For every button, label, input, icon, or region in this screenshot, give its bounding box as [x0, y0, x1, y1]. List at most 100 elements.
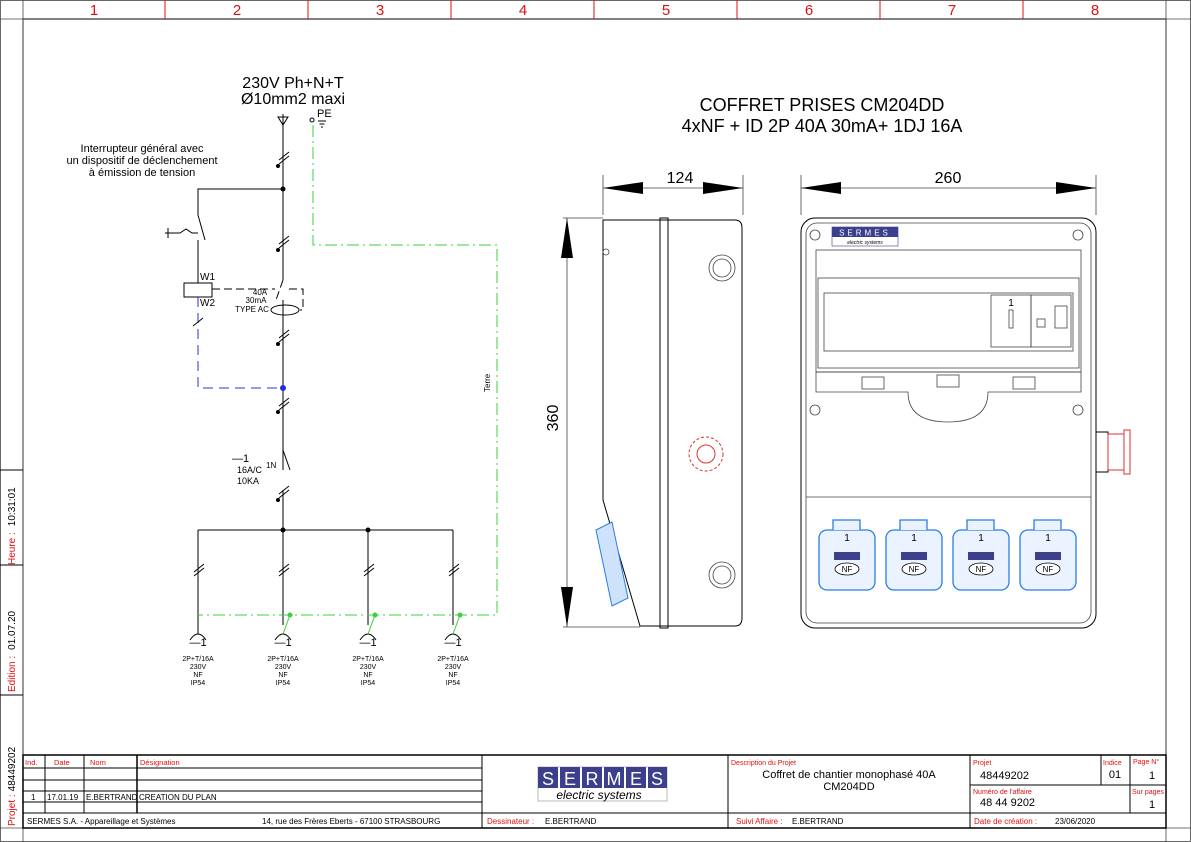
description-line: CM204DD [823, 781, 874, 793]
projet-margin-label: Projet : [7, 794, 18, 826]
note-line: Interrupteur général avec [81, 143, 204, 155]
note-line: un dispositif de déclenchement [66, 155, 217, 167]
dim-depth: 124 [667, 170, 694, 187]
edition-label: Edition : [7, 656, 18, 692]
outlet-spec: 2P+T/16A [437, 656, 469, 663]
header-designation: Désignation [140, 758, 180, 767]
creation-value: 23/06/2020 [1055, 817, 1096, 826]
pushbutton-icon [165, 228, 198, 238]
column-number: 5 [662, 2, 670, 19]
indice-label: Indice [1103, 760, 1122, 767]
breaker-rating: 16A/C [237, 465, 263, 475]
suivi-value: E.BERTRAND [792, 817, 844, 826]
note-line: à émission de tension [89, 167, 195, 179]
outlet-voltage: 230V [445, 664, 462, 671]
emergency-stop-side [1095, 431, 1109, 473]
outlet-voltage: 230V [275, 664, 292, 671]
title-block: Ind. Date Nom Désignation 1 17.01.19 E.B… [22, 754, 1167, 829]
pe-label: PE [317, 108, 332, 120]
logo-letter: S [651, 769, 663, 789]
outlet-1: —1 2P+T/16A 230V NF IP54 [182, 625, 214, 687]
outlet-type: NF [448, 672, 457, 679]
projet-margin-value: 48449202 [7, 746, 18, 791]
trip-coil [183, 282, 213, 298]
rev-nom: E.BERTRAND [86, 793, 138, 802]
breaker-module [1030, 294, 1072, 348]
emergency-stop-icon [688, 436, 724, 472]
projet-value: 48449202 [980, 770, 1029, 782]
rev-date: 17.01.19 [47, 793, 79, 802]
company-name: SERMES S.A. - Appareillage et Systèmes [27, 817, 176, 826]
logo-small-sub: electric systems [847, 240, 883, 246]
supply-spec: 230V Ph+N+T [242, 75, 344, 92]
description-label: Description du Projet [731, 760, 796, 767]
projet-label: Projet [973, 760, 991, 767]
dim-width: 260 [935, 170, 962, 187]
heure-value: 10:31:01 [7, 487, 18, 526]
outlet-ip: IP54 [446, 680, 461, 687]
outlet-type: NF [193, 672, 202, 679]
socket-type: NF [976, 565, 987, 574]
socket-4: 1 NF [1019, 519, 1077, 591]
dessinateur-label: Dessinateur : [487, 817, 534, 826]
disconnect-marks [276, 151, 290, 502]
column-number: 1 [90, 2, 98, 19]
socket-label: 1 [978, 533, 984, 544]
earth-symbol-icon [318, 120, 326, 128]
creation-label: Date de création : [974, 817, 1037, 826]
coil-w1-label: W1 [200, 272, 215, 283]
breaker-ref: —1 [232, 453, 249, 465]
breaker-capacity: 10KA [237, 476, 259, 486]
outlet-2: —1 2P+T/16A 230V NF IP54 [267, 614, 299, 687]
outlet-spec: 2P+T/16A [267, 656, 299, 663]
outlet-type: NF [278, 672, 287, 679]
column-number: 8 [1091, 2, 1099, 19]
header-nom: Nom [90, 758, 106, 767]
page-label: Page N° [1133, 758, 1159, 766]
front-view: SERMES electric systems 1 [800, 217, 1131, 629]
company-address: 14, rue des Frères Eberts - 67100 STRASB… [262, 817, 440, 826]
outlet-3: —1 2P+T/16A 230V NF IP54 [352, 614, 384, 687]
socket-1: 1 NF [818, 519, 876, 591]
outlet-ref: —1 [189, 637, 206, 649]
outlet-voltage: 230V [190, 664, 207, 671]
drawing-title: COFFRET PRISES CM204DD [700, 95, 945, 115]
socket-side-icon [595, 521, 629, 607]
single-line-schematic: 230V Ph+N+T Ø10mm2 maxi PE Interrupteur … [66, 75, 498, 687]
column-number: 2 [233, 2, 241, 19]
module-label: 1 [1008, 298, 1014, 309]
socket-label: 1 [1045, 533, 1051, 544]
heure-label: Heure : [7, 532, 18, 565]
revision-row: 1 17.01.19 E.BERTRAND CREATION DU PLAN [31, 793, 217, 802]
dessinateur-value: E.BERTRAND [545, 817, 597, 826]
logo-small-text: SERMES [839, 229, 891, 238]
rev-ind: 1 [31, 793, 36, 802]
column-number: 3 [376, 2, 384, 19]
dim-height: 360 [545, 405, 562, 432]
outlet-spec: 2P+T/16A [182, 656, 214, 663]
suivi-label: Suivi Affaire : [736, 817, 783, 826]
logo-letter: E [630, 769, 642, 789]
indice-value: 01 [1109, 769, 1121, 781]
outlet-4: —1 2P+T/16A 230V NF IP54 [437, 614, 469, 687]
outlet-type: NF [363, 672, 372, 679]
outlet-spec: 2P+T/16A [352, 656, 384, 663]
socket-3: 1 NF [952, 519, 1010, 591]
outlet-ref: —1 [274, 637, 291, 649]
affaire-value: 48 44 9202 [980, 797, 1035, 809]
drawing-subtitle: 4xNF + ID 2P 40A 30mA+ 1DJ 16A [682, 116, 963, 136]
earth-conductor [198, 125, 498, 616]
column-number: 4 [519, 2, 527, 19]
outlet-ip: IP54 [276, 680, 291, 687]
outlet-voltage: 230V [360, 664, 377, 671]
logo-letter: M [607, 769, 622, 789]
breaker-poles: 1N [266, 461, 276, 470]
logo-subtitle: electric systems [556, 788, 641, 802]
rcd-rating: 40A [253, 288, 268, 297]
outlet-ref: —1 [444, 637, 461, 649]
logo-small: SERMES electric systems [831, 226, 899, 247]
control-wiring [197, 297, 283, 389]
earth-label: Terre [483, 373, 492, 392]
socket-2: 1 NF [885, 519, 943, 591]
